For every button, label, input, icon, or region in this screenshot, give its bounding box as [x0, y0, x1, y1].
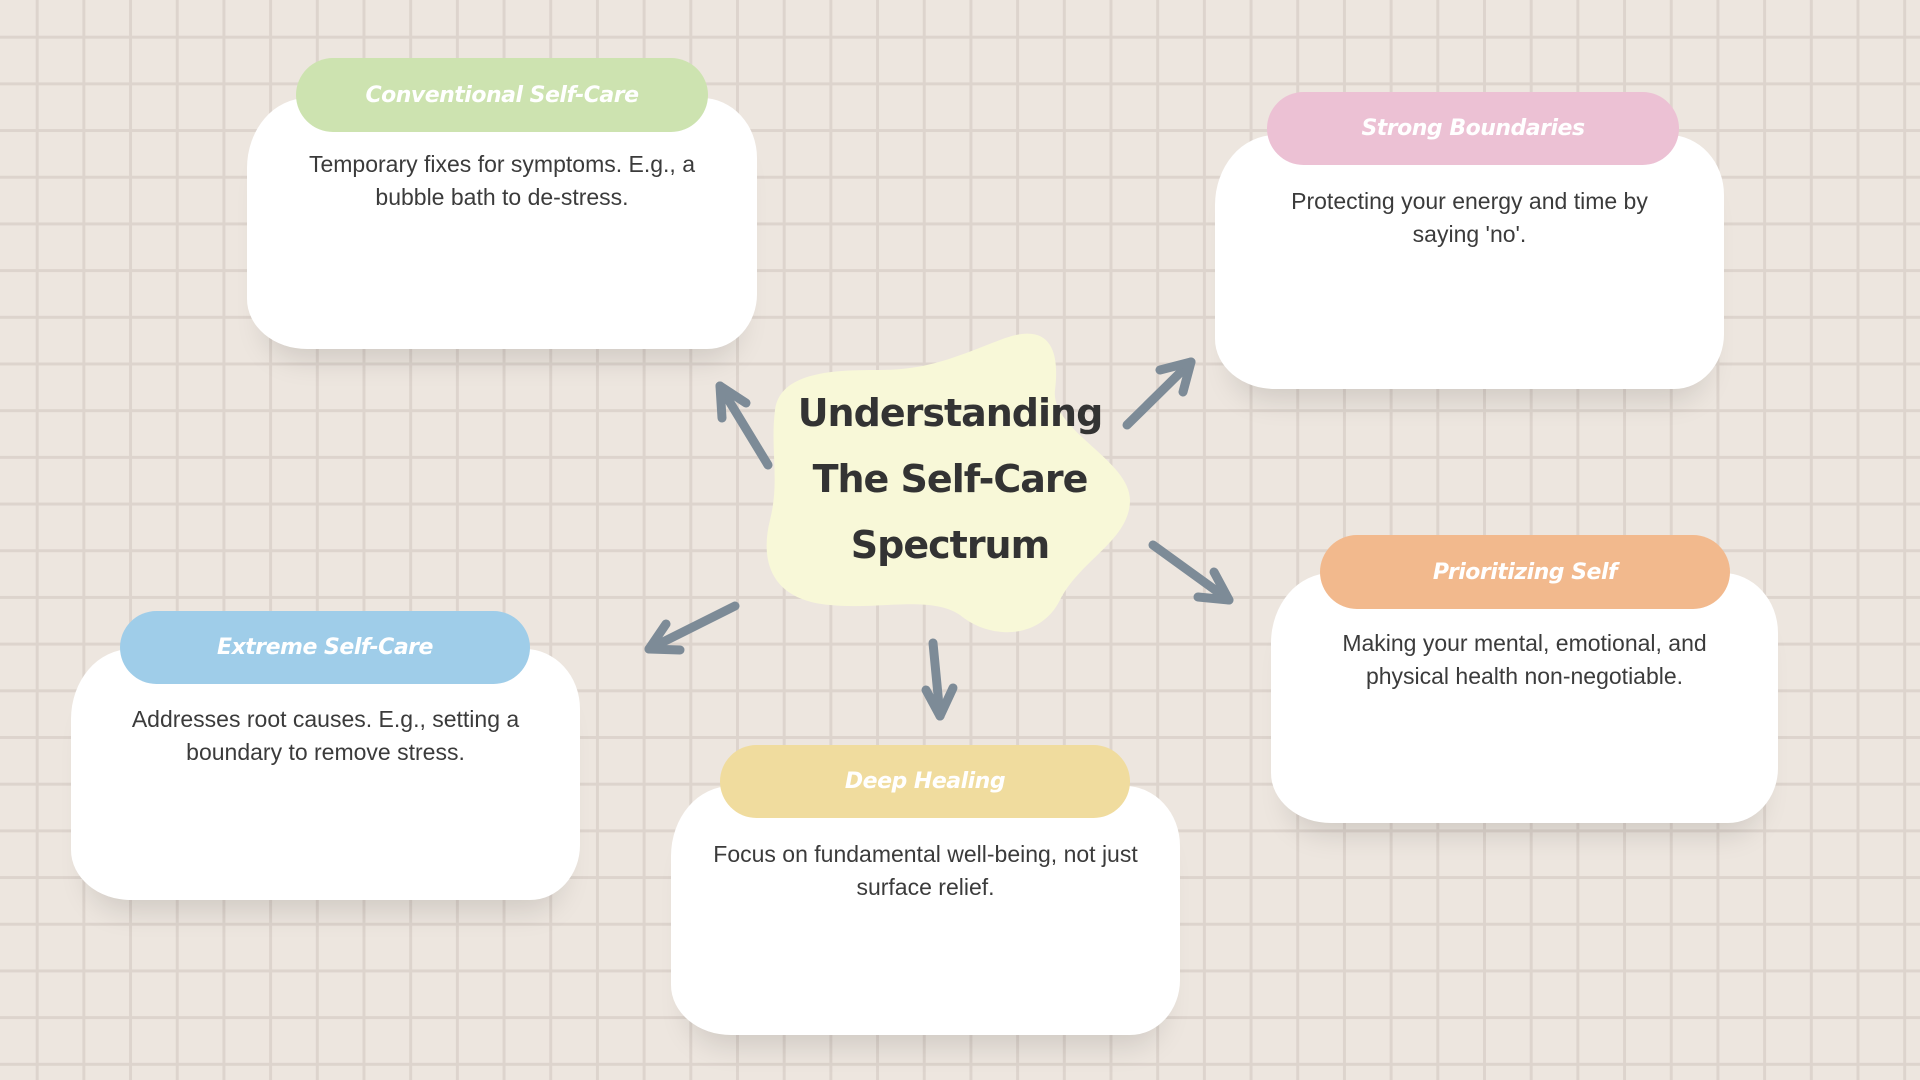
label-prioritizing-self: Prioritizing Self	[1320, 535, 1730, 609]
card-description: Protecting your energy and time by sayin…	[1291, 188, 1648, 247]
card-description: Addresses root causes. E.g., setting a b…	[131, 706, 520, 765]
arrow-to-deep-healing	[921, 638, 958, 721]
card-description: Making your mental, emotional, and physi…	[1342, 630, 1707, 689]
label-conventional-self-care: Conventional Self-Care	[296, 58, 708, 132]
arrow-to-prioritizing	[1148, 540, 1234, 605]
card-conventional-self-care: Temporary fixes for symptoms. E.g., a bu…	[247, 98, 757, 349]
arrow-to-boundaries	[1122, 357, 1196, 430]
center-blob	[766, 333, 1130, 633]
card-prioritizing-self: Making your mental, emotional, and physi…	[1271, 573, 1778, 823]
label-strong-boundaries: Strong Boundaries	[1267, 92, 1679, 165]
card-description: Focus on fundamental well-being, not jus…	[713, 841, 1138, 900]
arrow-to-conventional	[715, 381, 773, 470]
label-deep-healing: Deep Healing	[720, 745, 1130, 818]
title-line: The Self-Care	[812, 457, 1089, 501]
title-line: Understanding	[797, 391, 1104, 435]
card-deep-healing: Focus on fundamental well-being, not jus…	[671, 786, 1180, 1035]
label-extreme-self-care: Extreme Self-Care	[120, 611, 530, 684]
diagram-title: Understanding The Self-Care Spectrum	[790, 380, 1110, 578]
title-line: Spectrum	[850, 523, 1050, 567]
card-extreme-self-care: Addresses root causes. E.g., setting a b…	[71, 649, 580, 900]
card-description: Temporary fixes for symptoms. E.g., a bu…	[308, 151, 695, 210]
arrow-to-extreme	[644, 601, 740, 655]
card-strong-boundaries: Protecting your energy and time by sayin…	[1215, 135, 1724, 389]
